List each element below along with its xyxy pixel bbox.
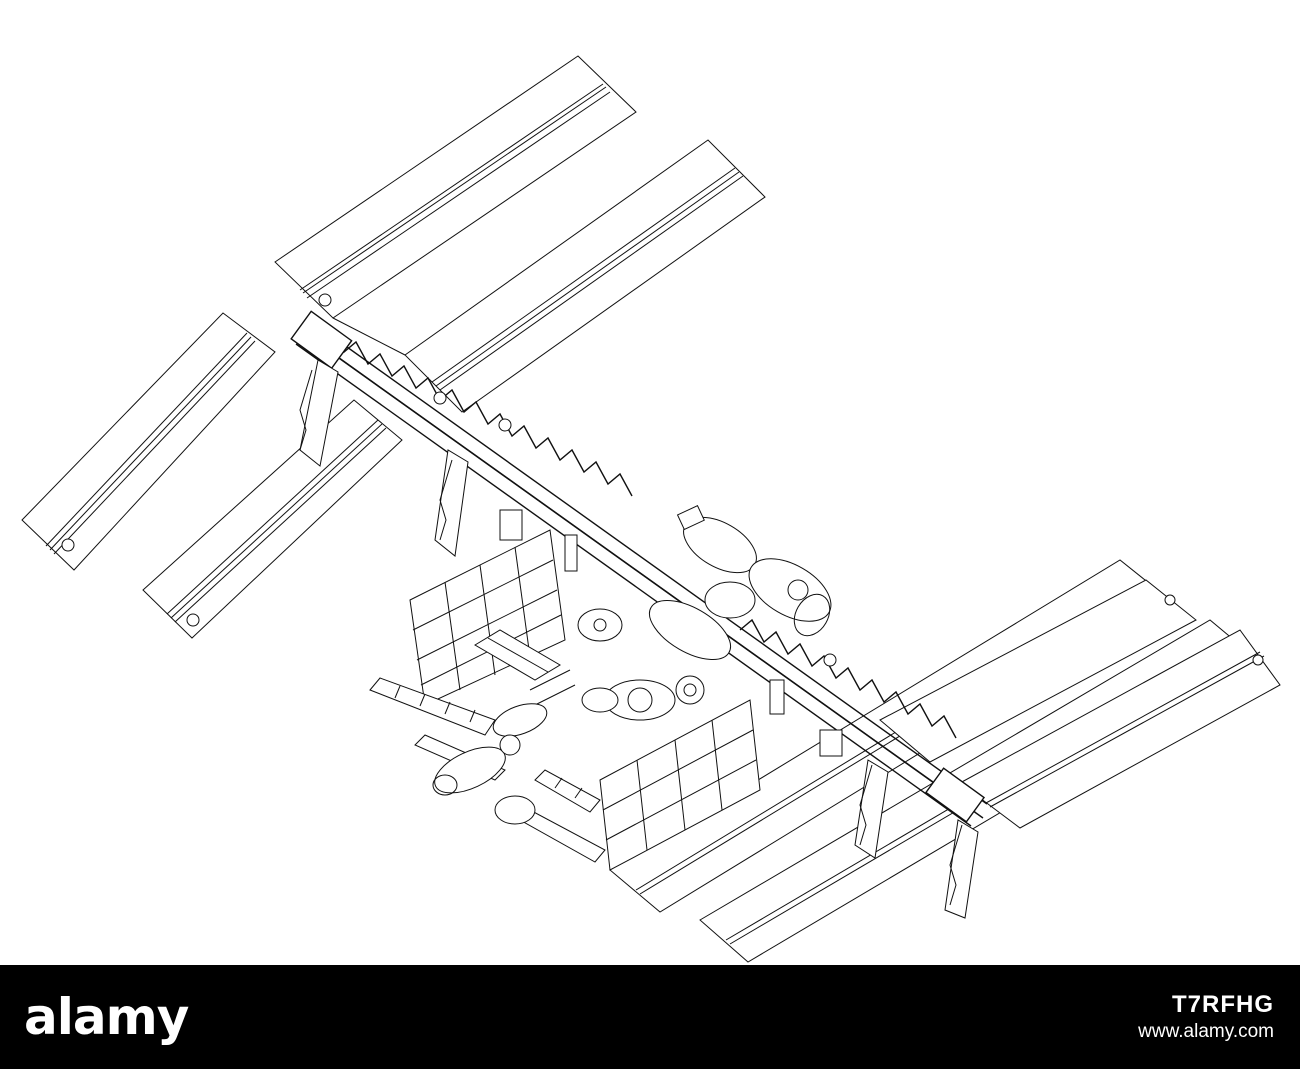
- image-meta: T7RFHG www.alamy.com: [1138, 991, 1274, 1043]
- site-url[interactable]: www.alamy.com: [1138, 1021, 1274, 1042]
- solar-array-left: [22, 313, 402, 638]
- image-id: T7RFHG: [1172, 991, 1274, 1018]
- grid-panels: [410, 530, 760, 870]
- solar-array-upper-left: [275, 56, 765, 412]
- truss-details: [62, 294, 1263, 666]
- watermark-footer: alamy T7RFHG www.alamy.com: [0, 965, 1300, 1069]
- radiators: [300, 360, 978, 918]
- main-truss: [291, 311, 987, 826]
- pressurized-modules: [428, 506, 842, 824]
- space-station-wireframe: [0, 0, 1300, 965]
- brand-logo[interactable]: alamy: [24, 988, 189, 1046]
- space-station-drawing: [0, 0, 1300, 965]
- solar-array-right: [880, 580, 1280, 828]
